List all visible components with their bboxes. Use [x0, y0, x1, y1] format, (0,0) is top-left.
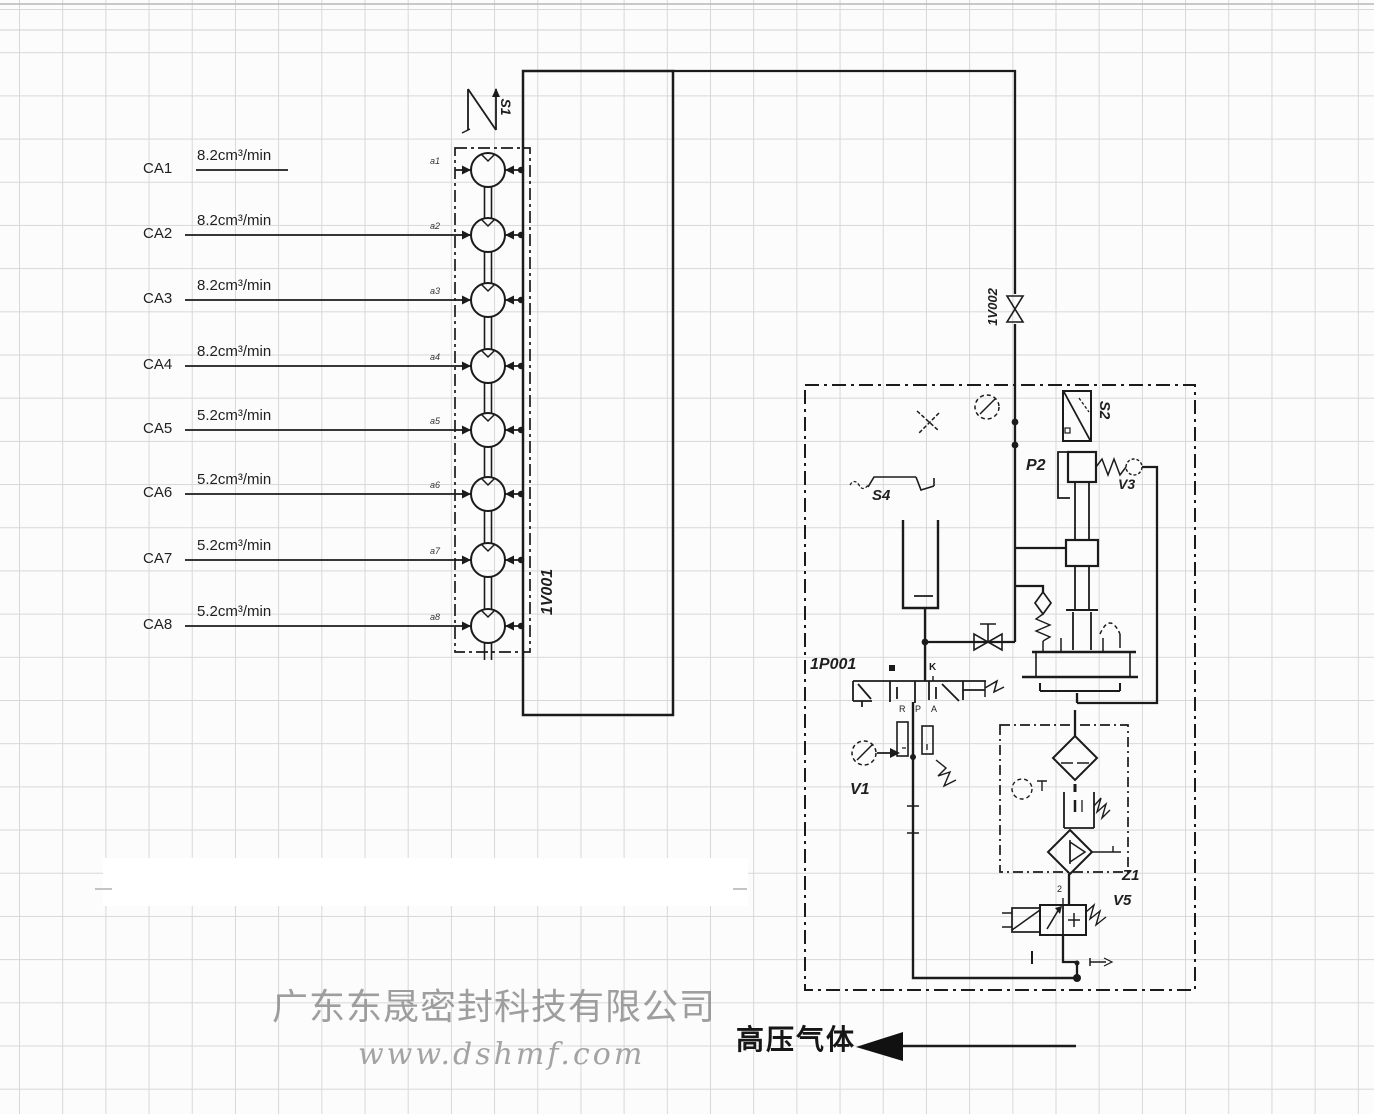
v3-spring-icon — [1095, 456, 1143, 478]
line-valve-label: 1V002 — [985, 288, 1000, 326]
channel-flow: 5.2cm³/min — [197, 407, 272, 424]
port-r-label: R — [899, 704, 906, 714]
p2-bracket — [1057, 451, 1070, 499]
s2-label: S2 — [1096, 400, 1113, 420]
channel-port: a3 — [430, 286, 441, 296]
channel-name: CA4 — [143, 356, 173, 373]
v1-gauge-icon — [851, 740, 900, 766]
channel-name: CA3 — [143, 290, 173, 307]
pump-assembly — [1022, 450, 1138, 692]
main-valve-icon — [852, 676, 1005, 707]
channel-flow: 8.2cm³/min — [197, 212, 272, 229]
s1-switch-icon — [461, 88, 500, 134]
v5-valve-icon — [1002, 898, 1114, 967]
channel-name: CA6 — [143, 484, 173, 501]
gas-inlet-label: 高压气体 — [736, 1024, 857, 1055]
v5-drop-line — [1061, 935, 1079, 978]
injector-connectors — [483, 187, 493, 660]
channel-name: CA2 — [143, 225, 173, 242]
v1-label: V1 — [850, 781, 870, 798]
gauge-needle-top — [979, 398, 996, 415]
valve-ports-icons — [896, 721, 957, 834]
channel-port: a7 — [430, 546, 441, 556]
crossed-symbol — [916, 410, 940, 434]
channel-name: CA7 — [143, 550, 173, 567]
port-a-label: A — [931, 704, 938, 714]
main-valve-label: 1P001 — [810, 656, 857, 673]
supply-line-top — [673, 69, 1017, 294]
v3-label: V3 — [1118, 476, 1136, 492]
port-p-label: P — [915, 704, 922, 714]
channel-port: a4 — [430, 352, 441, 362]
s2-sensor-icon — [1062, 390, 1092, 442]
channel-flow: 8.2cm³/min — [197, 277, 272, 294]
junction-dots — [889, 418, 1081, 982]
branch-to-checkvalve — [1015, 584, 1045, 592]
injector-group-box — [454, 147, 531, 653]
pump-station-box — [804, 384, 1196, 991]
s1-label: S1 — [498, 98, 514, 116]
channel-flow: 8.2cm³/min — [197, 343, 272, 360]
k-port-label: K — [929, 662, 937, 673]
tank — [901, 520, 940, 610]
line-valve-icon — [1005, 295, 1025, 323]
channel-flow: 8.2cm³/min — [197, 147, 272, 164]
channel-port: a6 — [430, 480, 441, 490]
channel-port: a8 — [430, 612, 441, 622]
channel-name: CA8 — [143, 616, 173, 633]
channel-name: CA5 — [143, 420, 173, 437]
whiteout-band — [103, 858, 748, 906]
channel-port: a1 — [430, 156, 441, 166]
manifold-block — [521, 69, 675, 717]
v3-return-line — [1075, 465, 1159, 705]
channel-port: a5 — [430, 416, 441, 426]
v5-label: V5 — [1113, 892, 1132, 909]
v1-supply-line — [911, 702, 1077, 980]
check-valve-icon — [1033, 590, 1053, 652]
channel-lines — [185, 169, 455, 627]
channel-flow: 5.2cm³/min — [197, 537, 272, 554]
gauge-icon-top — [974, 394, 1000, 420]
injector-nodes — [454, 152, 526, 644]
p2-label: P2 — [1026, 457, 1046, 474]
s4-switch-icon — [849, 476, 935, 491]
channel-flow: 5.2cm³/min — [197, 603, 272, 620]
frl-unit-box — [999, 724, 1129, 873]
watermark-company: 广东东晟密封科技有限公司 — [272, 987, 717, 1028]
port-2-label: 2 — [1057, 884, 1063, 894]
s4-label: S4 — [872, 487, 891, 504]
channel-flow: 5.2cm³/min — [197, 471, 272, 488]
frl-label: Z1 — [1122, 867, 1140, 884]
manifold-label: 1V001 — [539, 568, 556, 616]
shutoff-valve-icon — [973, 623, 1003, 652]
channel-port: a2 — [430, 221, 441, 231]
gas-arrow-icon — [856, 1032, 903, 1061]
watermark-website: www.dshmf.com — [358, 1037, 646, 1072]
channel-name: CA1 — [143, 160, 173, 177]
main-lines — [521, 69, 1159, 1048]
frl-internals — [1011, 734, 1121, 876]
